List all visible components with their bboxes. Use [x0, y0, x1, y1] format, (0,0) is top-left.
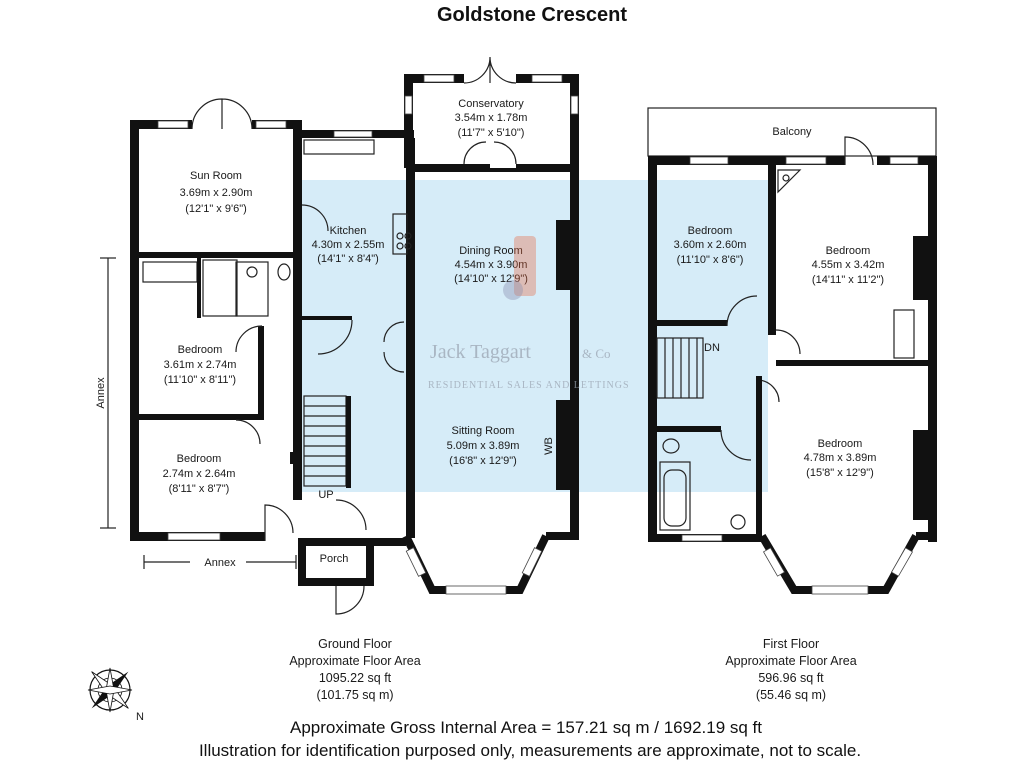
svg-text:Conservatory: Conservatory: [458, 98, 524, 110]
stairs-down: [656, 337, 704, 399]
svg-text:Kitchen: Kitchen: [330, 225, 367, 237]
svg-text:Bedroom: Bedroom: [178, 344, 223, 356]
stairs-down-label: DN: [704, 342, 720, 354]
svg-text:2.74m x 2.64m: 2.74m x 2.64m: [163, 468, 236, 480]
svg-text:Bedroom: Bedroom: [826, 245, 871, 257]
compass-rose-icon: [87, 667, 133, 713]
room-bedroom-c: Bedroom 4.78m x 3.89m (15'8" x 12'9"): [804, 438, 877, 479]
svg-text:4.30m x 2.55m: 4.30m x 2.55m: [312, 239, 385, 251]
ground-floor-plan: Sun Room 3.69m x 2.90m (12'1" x 9'6") Ki…: [95, 56, 579, 615]
svg-text:Bedroom: Bedroom: [818, 438, 863, 450]
svg-text:596.96 sq ft: 596.96 sq ft: [758, 671, 824, 685]
annex-vertical-marker: Annex: [95, 257, 116, 529]
wb-label: WB: [543, 437, 555, 455]
svg-text:Sun Room: Sun Room: [190, 170, 242, 182]
first-floor-caption: First Floor Approximate Floor Area 596.9…: [725, 637, 856, 702]
compass-north-label: N: [136, 711, 144, 723]
room-bedroom-b: Bedroom 4.55m x 3.42m (14'11" x 11'2"): [812, 245, 885, 286]
room-conservatory: Conservatory 3.54m x 1.78m (11'7" x 5'10…: [455, 98, 528, 139]
svg-text:(55.46 sq m): (55.46 sq m): [756, 688, 826, 702]
svg-text:(12'1" x 9'6"): (12'1" x 9'6"): [185, 203, 247, 215]
svg-text:5.09m x 3.89m: 5.09m x 3.89m: [447, 440, 520, 452]
room-annex-bedroom-1: Bedroom 3.61m x 2.74m (11'10" x 8'11"): [164, 344, 237, 386]
svg-text:(15'8" x 12'9"): (15'8" x 12'9"): [806, 467, 874, 479]
porch-label: Porch: [320, 553, 349, 565]
room-kitchen: Kitchen 4.30m x 2.55m (14'1" x 8'4"): [312, 225, 385, 265]
first-floor-plan: Balcony DN: [647, 107, 937, 595]
plan-title: Goldstone Crescent: [437, 4, 627, 26]
svg-text:Approximate Floor Area: Approximate Floor Area: [725, 654, 856, 668]
annex-horizontal-marker: Annex: [143, 554, 297, 570]
svg-text:1095.22 sq ft: 1095.22 sq ft: [319, 671, 392, 685]
room-annex-bedroom-2: Bedroom 2.74m x 2.64m (8'11" x 8'7"): [163, 453, 236, 495]
svg-text:3.61m x 2.74m: 3.61m x 2.74m: [164, 359, 237, 371]
agency-watermark: Jack Taggart & Co RESIDENTIAL SALES AND …: [428, 236, 630, 391]
svg-text:(16'8" x 12'9"): (16'8" x 12'9"): [449, 455, 517, 467]
svg-text:(11'10" x 8'11"): (11'10" x 8'11"): [164, 374, 236, 386]
svg-text:(14'10" x 12'9"): (14'10" x 12'9"): [454, 273, 528, 285]
stairs-up-label: UP: [318, 489, 333, 501]
svg-text:(14'1" x 8'4"): (14'1" x 8'4"): [317, 253, 379, 265]
balcony-label: Balcony: [772, 126, 812, 138]
watermark-tagline: RESIDENTIAL SALES AND LETTINGS: [428, 380, 630, 391]
svg-text:3.60m x 2.60m: 3.60m x 2.60m: [674, 239, 747, 251]
svg-text:Bedroom: Bedroom: [177, 453, 222, 465]
sitting-room-bay-window: [402, 532, 579, 595]
svg-text:4.78m x 3.89m: 4.78m x 3.89m: [804, 452, 877, 464]
svg-text:3.69m x 2.90m: 3.69m x 2.90m: [180, 187, 253, 199]
svg-text:Annex: Annex: [204, 557, 236, 569]
svg-text:Sitting Room: Sitting Room: [452, 425, 515, 437]
svg-text:(11'10" x 8'6"): (11'10" x 8'6"): [677, 254, 744, 266]
room-dining-room: Dining Room 4.54m x 3.90m (14'10" x 12'9…: [454, 245, 528, 285]
watermark-logo-dot: [503, 280, 523, 300]
watermark-logo-mark: [514, 236, 536, 296]
svg-text:3.54m x 1.78m: 3.54m x 1.78m: [455, 112, 528, 124]
svg-text:Bedroom: Bedroom: [688, 225, 733, 237]
room-bedroom-a: Bedroom 3.60m x 2.60m (11'10" x 8'6"): [674, 225, 747, 266]
gross-internal-area: Approximate Gross Internal Area = 157.21…: [290, 718, 762, 737]
room-sun-room: Sun Room 3.69m x 2.90m (12'1" x 9'6"): [180, 170, 253, 215]
svg-text:Dining Room: Dining Room: [459, 245, 523, 257]
svg-text:Approximate Floor Area: Approximate Floor Area: [289, 654, 420, 668]
disclaimer: Illustration for identification purposed…: [199, 741, 861, 760]
svg-text:4.54m x 3.90m: 4.54m x 3.90m: [455, 259, 528, 271]
svg-text:(101.75 sq m): (101.75 sq m): [316, 688, 393, 702]
watermark-brand: Jack Taggart: [430, 341, 531, 363]
watermark-suffix: & Co: [582, 346, 611, 361]
ground-floor-caption: Ground Floor Approximate Floor Area 1095…: [289, 637, 420, 702]
svg-text:(8'11" x 8'7"): (8'11" x 8'7"): [169, 483, 230, 495]
svg-text:First Floor: First Floor: [763, 637, 819, 651]
svg-text:4.55m x 3.42m: 4.55m x 3.42m: [812, 259, 885, 271]
svg-text:(11'7" x 5'10"): (11'7" x 5'10"): [458, 127, 525, 139]
svg-text:Annex: Annex: [95, 377, 107, 409]
ground-floor-highlight: [298, 180, 768, 492]
room-sitting-room: Sitting Room 5.09m x 3.89m (16'8" x 12'9…: [447, 425, 520, 467]
first-floor-bay-window: [758, 532, 937, 595]
stairs-up: [303, 395, 351, 488]
svg-text:(14'11" x 11'2"): (14'11" x 11'2"): [812, 274, 884, 286]
svg-text:Ground Floor: Ground Floor: [318, 637, 392, 651]
